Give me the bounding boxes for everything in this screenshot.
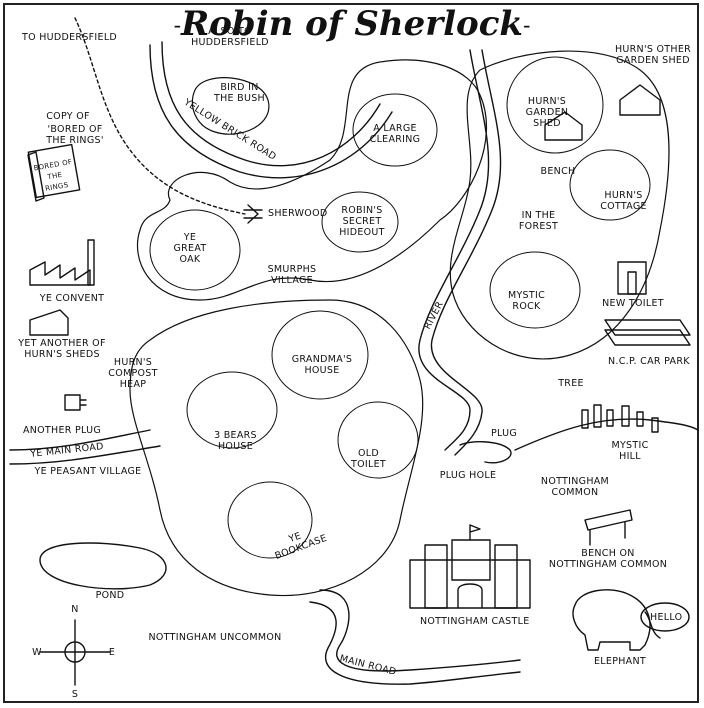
clearing-outline bbox=[149, 56, 651, 559]
label-hurns-compost-heap: Hurn's Compost Heap bbox=[108, 357, 158, 390]
label-bench-on-common: Bench on Nottingham Common bbox=[548, 548, 668, 570]
label-hello: Hello bbox=[650, 612, 683, 623]
mystic-hill-stones bbox=[581, 404, 659, 433]
label-plug-hole: Plug Hole bbox=[439, 470, 497, 481]
pond-drawing bbox=[39, 542, 167, 590]
label-nottingham-common: Nottingham Common bbox=[540, 476, 610, 498]
convent-drawing bbox=[29, 239, 95, 286]
compass-drawing bbox=[39, 619, 111, 686]
label-in-the-forest: In the Forest bbox=[518, 210, 559, 232]
label-robins-secret-hideout: Robin's Secret Hideout bbox=[339, 205, 385, 238]
main-road bbox=[309, 589, 521, 685]
compass-s-label: S bbox=[71, 689, 79, 700]
label-nottingham-castle: Nottingham Castle bbox=[420, 616, 530, 627]
label-ye-convent: Ye Convent bbox=[39, 293, 105, 304]
label-hurns-cottage: Hurn's Cottage bbox=[600, 190, 647, 212]
compass-n-label: N bbox=[71, 604, 79, 615]
label-tree: Tree bbox=[558, 378, 584, 389]
shed-drawing bbox=[29, 84, 661, 336]
map-title: -Robin of Sherlock- bbox=[173, 4, 531, 44]
label-mystic-hill: Mystic Hill bbox=[611, 440, 649, 462]
car-park-drawing bbox=[604, 319, 691, 346]
label-nottingham-uncommon: Nottingham Uncommon bbox=[148, 632, 282, 643]
yellow-brick-road bbox=[149, 41, 393, 179]
bench-drawing bbox=[584, 509, 633, 546]
label-ye-peasant-village: Ye Peasant Village bbox=[34, 466, 142, 477]
label-new-toilet: New Toilet bbox=[602, 298, 664, 309]
book-cover-title: Bored of the Rings bbox=[33, 157, 73, 193]
castle-drawing bbox=[409, 524, 531, 609]
compass-w-label: W bbox=[32, 647, 42, 658]
new-toilet-drawing bbox=[617, 261, 647, 295]
label-three-bears-house: 3 Bears House bbox=[214, 430, 257, 452]
elephant-drawing bbox=[572, 589, 690, 651]
label-old-toilet: Old Toilet bbox=[351, 448, 386, 470]
book-drawing bbox=[27, 143, 81, 202]
label-smurphs-village: Smurphs Village bbox=[267, 264, 317, 286]
label-another-plug: Another Plug bbox=[22, 425, 102, 436]
railway-line bbox=[74, 17, 246, 215]
sherwood-sign bbox=[243, 204, 263, 224]
label-hurns-garden-shed: Hurn's Garden Shed bbox=[525, 96, 569, 129]
label-hurns-other-garden-shed: Hurn's Other Garden Shed bbox=[614, 44, 692, 66]
label-grandmas-house: Grandma's House bbox=[291, 354, 353, 376]
forest-clump bbox=[129, 50, 670, 597]
plug-drawing bbox=[64, 394, 512, 464]
label-copy-of: Copy of bbox=[46, 111, 90, 122]
compass-e-label: E bbox=[108, 647, 116, 658]
label-bird-in-bush: Bird in the Bush bbox=[213, 82, 265, 104]
label-sherwood: Sherwood bbox=[268, 208, 328, 219]
label-elephant: Elephant bbox=[594, 656, 646, 667]
label-bench: Bench bbox=[540, 166, 576, 177]
label-a-large-clearing: A Large Clearing bbox=[369, 123, 421, 145]
label-bored-of-rings: 'Bored of the Rings' bbox=[46, 124, 104, 146]
ye-main-road bbox=[9, 429, 161, 465]
map-border bbox=[3, 3, 699, 703]
label-plug: Plug bbox=[490, 428, 518, 439]
label-mystic-rock: Mystic Rock bbox=[507, 290, 546, 312]
label-also-to-huddersfield: Also to Huddersfield bbox=[191, 26, 269, 48]
label-pond: Pond bbox=[95, 590, 125, 601]
river bbox=[418, 49, 502, 456]
label-to-huddersfield: To Huddersfield bbox=[22, 32, 118, 43]
label-yet-another-shed: Yet Another of Hurn's Sheds bbox=[18, 338, 106, 360]
label-ncp-car-park: N.C.P. Car Park bbox=[608, 356, 690, 367]
label-ye-great-oak: Ye Great Oak bbox=[173, 232, 207, 265]
